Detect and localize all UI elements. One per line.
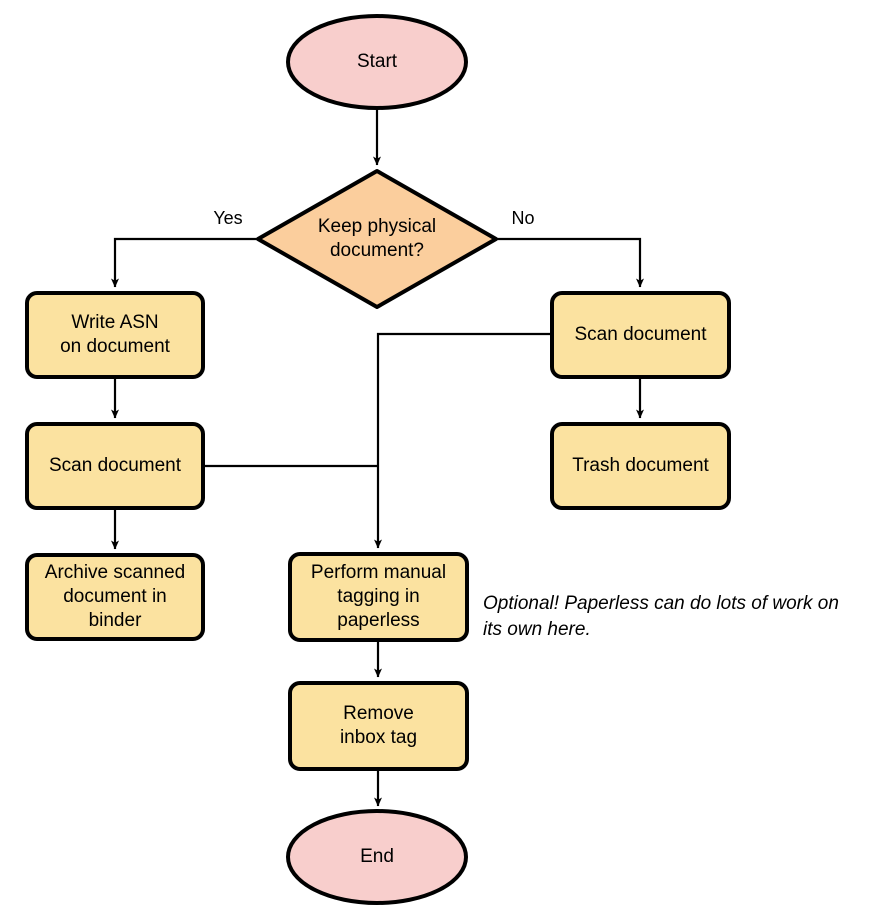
node-trash-document[interactable]: Trash document bbox=[550, 422, 731, 510]
node-scan-document-right[interactable]: Scan document bbox=[550, 291, 731, 379]
node-end[interactable]: End bbox=[286, 809, 468, 905]
process-shape bbox=[25, 422, 205, 510]
process-shape bbox=[25, 291, 205, 379]
edge-decision-yes-to-write-asn: Yes bbox=[111, 208, 258, 288]
decision-shape bbox=[256, 169, 498, 309]
edge-label-decision-yes-to-write-asn: Yes bbox=[213, 208, 242, 228]
node-label: End bbox=[360, 846, 394, 867]
terminator-shape bbox=[286, 14, 468, 110]
process-shape bbox=[288, 681, 469, 771]
node-label: Trash document bbox=[572, 455, 709, 476]
edge-label-decision-no-to-scan-right: No bbox=[511, 208, 534, 228]
node-start[interactable]: Start bbox=[286, 14, 468, 110]
edges-layer: Yes No bbox=[111, 108, 644, 807]
process-shape bbox=[550, 291, 731, 379]
node-label: Scan document bbox=[49, 455, 182, 476]
process-shape bbox=[550, 422, 731, 510]
edge-path bbox=[111, 237, 258, 288]
node-scan-document-left[interactable]: Scan document bbox=[25, 422, 205, 510]
note-optional-note: Optional! Paperless can do lots of work … bbox=[483, 593, 839, 640]
process-shape bbox=[25, 553, 205, 641]
notes-layer: Optional! Paperless can do lots of work … bbox=[483, 593, 839, 640]
edge-path bbox=[374, 332, 552, 549]
node-label: Scan document bbox=[574, 324, 707, 345]
terminator-shape bbox=[286, 809, 468, 905]
process-shape bbox=[288, 552, 469, 642]
node-label: Start bbox=[357, 51, 398, 72]
edge-scan-right-to-manual-tagging bbox=[374, 332, 552, 549]
edge-decision-no-to-scan-right: No bbox=[496, 208, 644, 288]
edge-path bbox=[496, 237, 644, 288]
